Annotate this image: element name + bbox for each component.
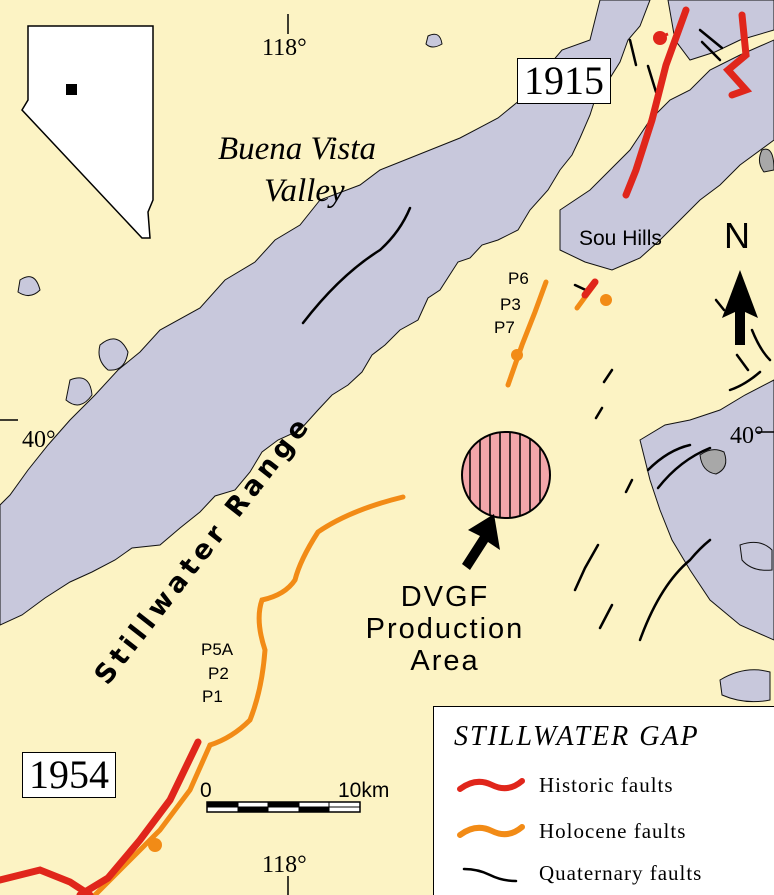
production-label-line2: Production bbox=[365, 612, 525, 645]
sou-hills-area bbox=[559, 39, 774, 271]
longitude-label-bottom: 118° bbox=[262, 852, 307, 878]
site-label-p2: P2 bbox=[208, 664, 229, 683]
scale-start-label: 0 bbox=[200, 779, 212, 802]
eastern-range-area bbox=[639, 379, 774, 641]
latitude-label-left: 40° bbox=[22, 427, 56, 453]
valley-label-line1: Buena Vista bbox=[218, 131, 376, 167]
legend-item-quaternary: Quaternary faults bbox=[456, 857, 766, 887]
production-area-label: DVGF Production Area bbox=[360, 581, 530, 678]
earthquake-year-1915: 1915 bbox=[517, 58, 611, 104]
valley-label-line2: Valley bbox=[264, 173, 345, 209]
production-area-polygon bbox=[461, 431, 551, 519]
fault-ball-icon bbox=[148, 31, 669, 852]
historic-fault-1915-east bbox=[722, 11, 753, 99]
bedrock-outcrop bbox=[699, 449, 727, 475]
outcrop bbox=[739, 541, 773, 571]
outcrop bbox=[65, 377, 93, 406]
historic-fault-swatch bbox=[457, 778, 525, 792]
north-label: N bbox=[724, 215, 750, 256]
longitude-label-top: 118° bbox=[262, 35, 307, 61]
nevada-locator-icon bbox=[21, 25, 154, 239]
scale-bar bbox=[206, 801, 361, 813]
site-label-p1: P1 bbox=[202, 687, 223, 706]
legend-item-holocene: Holocene faults bbox=[456, 815, 766, 845]
outcrop bbox=[17, 276, 41, 296]
locator-marker bbox=[66, 84, 77, 95]
hills-label: Sou Hills bbox=[579, 227, 662, 250]
quaternary-fault-swatch bbox=[462, 867, 518, 883]
holocene-fault-south bbox=[92, 742, 213, 895]
holocene-faults bbox=[92, 279, 597, 895]
holocene-fault-p6-p7 bbox=[505, 279, 549, 388]
outcrop bbox=[98, 338, 129, 371]
holocene-fault-p5-p1 bbox=[207, 494, 406, 748]
legend-label-holocene: Holocene faults bbox=[539, 819, 687, 843]
legend: STILLWATER GAP Historic faults Holocene … bbox=[433, 706, 774, 895]
legend-title: STILLWATER GAP bbox=[454, 721, 700, 752]
site-label-p5a: P5A bbox=[201, 640, 234, 659]
stillwater-range-area bbox=[0, 0, 651, 626]
production-label-line1: DVGF bbox=[400, 581, 490, 613]
site-label-p6: P6 bbox=[508, 269, 529, 288]
holocene-fault-swatch bbox=[457, 824, 525, 838]
historic-fault-1954 bbox=[76, 738, 202, 895]
outcrop bbox=[719, 669, 771, 703]
earthquake-year-1954: 1954 bbox=[22, 752, 116, 798]
legend-item-historic: Historic faults bbox=[456, 769, 766, 799]
site-label-p3: P3 bbox=[500, 295, 521, 314]
legend-label-historic: Historic faults bbox=[539, 773, 674, 797]
production-arrow-icon bbox=[462, 514, 500, 570]
site-label-p7: P7 bbox=[494, 318, 515, 337]
bedrock-outcrop bbox=[758, 148, 774, 173]
legend-label-quaternary: Quaternary faults bbox=[539, 861, 703, 885]
scale-end-label: 10km bbox=[338, 779, 390, 802]
north-arrow-icon bbox=[722, 270, 758, 345]
historic-fault-1915 bbox=[622, 6, 690, 199]
outcrop bbox=[425, 33, 443, 48]
historic-faults bbox=[0, 6, 753, 895]
latitude-label-right: 40° bbox=[730, 423, 764, 449]
quaternary-faults bbox=[301, 28, 772, 642]
production-label-line3: Area bbox=[410, 644, 480, 677]
